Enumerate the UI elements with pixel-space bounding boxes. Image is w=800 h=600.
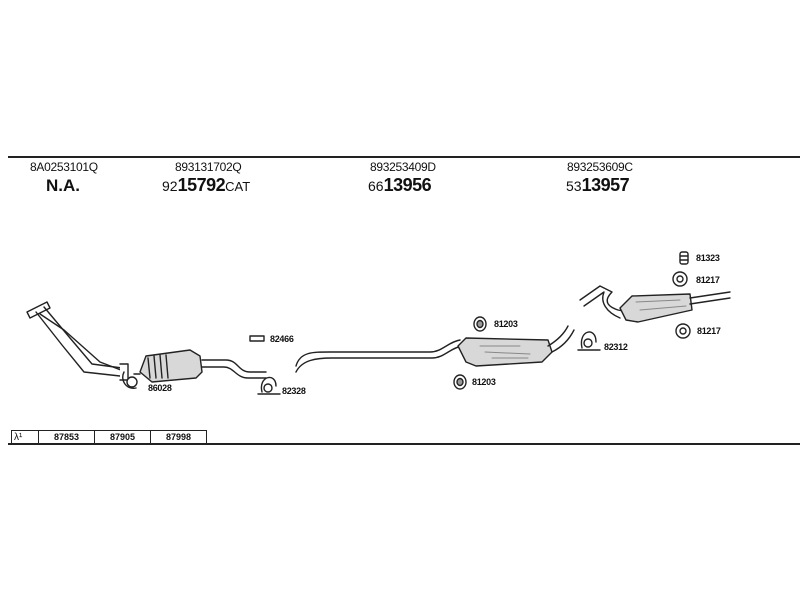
clamp-82328[interactable] <box>257 376 281 395</box>
lambda-sensor-cell[interactable]: 87905 <box>94 430 151 444</box>
front-downpipe[interactable] <box>26 301 129 381</box>
label-82328: 82328 <box>282 386 306 396</box>
lambda-sensor-cell[interactable]: 87998 <box>150 430 207 444</box>
catalyst-code-suffix: CAT <box>225 179 251 194</box>
gasket-82466[interactable] <box>249 335 265 342</box>
label-81217-top: 81217 <box>696 275 720 285</box>
ring-81203-top[interactable] <box>473 316 487 332</box>
hanger-81323[interactable] <box>679 251 689 265</box>
clamp-86028[interactable] <box>122 371 138 389</box>
middle-pipe[interactable] <box>295 339 463 373</box>
rear-silencer-code-main: 13957 <box>581 175 630 195</box>
ring-81217-bottom[interactable] <box>675 323 691 339</box>
header-divider <box>8 156 800 158</box>
part-number-rear-silencer: 893253609C <box>567 160 633 174</box>
label-81217-bottom: 81217 <box>697 326 721 336</box>
rear-pipe[interactable] <box>579 285 629 319</box>
not-available-label: N.A. <box>46 176 80 195</box>
label-81323: 81323 <box>696 253 720 263</box>
clamp-82312[interactable] <box>577 331 601 351</box>
rear-silencer[interactable] <box>619 291 731 323</box>
ring-81217-top[interactable] <box>672 271 688 287</box>
catalyst-code-prefix: 92 <box>162 178 178 194</box>
ring-81203-bottom[interactable] <box>453 374 467 390</box>
middle-silencer-code-prefix: 66 <box>368 178 384 194</box>
part-number-downpipe: 8A0253101Q <box>30 160 98 174</box>
label-86028: 86028 <box>148 383 172 393</box>
lambda-sensor-table: λ¹ 87853 87905 87998 <box>11 430 207 444</box>
catalytic-converter[interactable] <box>133 349 203 383</box>
middle-silencer-code: 6613956 <box>368 175 432 196</box>
lambda-sensor-cell[interactable]: 87853 <box>38 430 95 444</box>
middle-silencer[interactable] <box>457 325 575 367</box>
label-82466: 82466 <box>270 334 294 344</box>
lambda-symbol: λ¹ <box>11 430 39 444</box>
label-82312: 82312 <box>604 342 628 352</box>
intermediate-pipe[interactable] <box>201 359 267 379</box>
rear-silencer-code-prefix: 53 <box>566 178 582 194</box>
part-number-catalyst: 893131702Q <box>175 160 242 174</box>
part-number-middle-silencer: 893253409D <box>370 160 436 174</box>
catalyst-code: 9215792CAT <box>162 175 250 196</box>
label-81203-top: 81203 <box>494 319 518 329</box>
footer-divider <box>8 443 800 445</box>
rear-silencer-code: 5313957 <box>566 175 630 196</box>
middle-silencer-code-main: 13956 <box>383 175 432 195</box>
catalyst-code-main: 15792 <box>177 175 226 195</box>
label-81203-bottom: 81203 <box>472 377 496 387</box>
